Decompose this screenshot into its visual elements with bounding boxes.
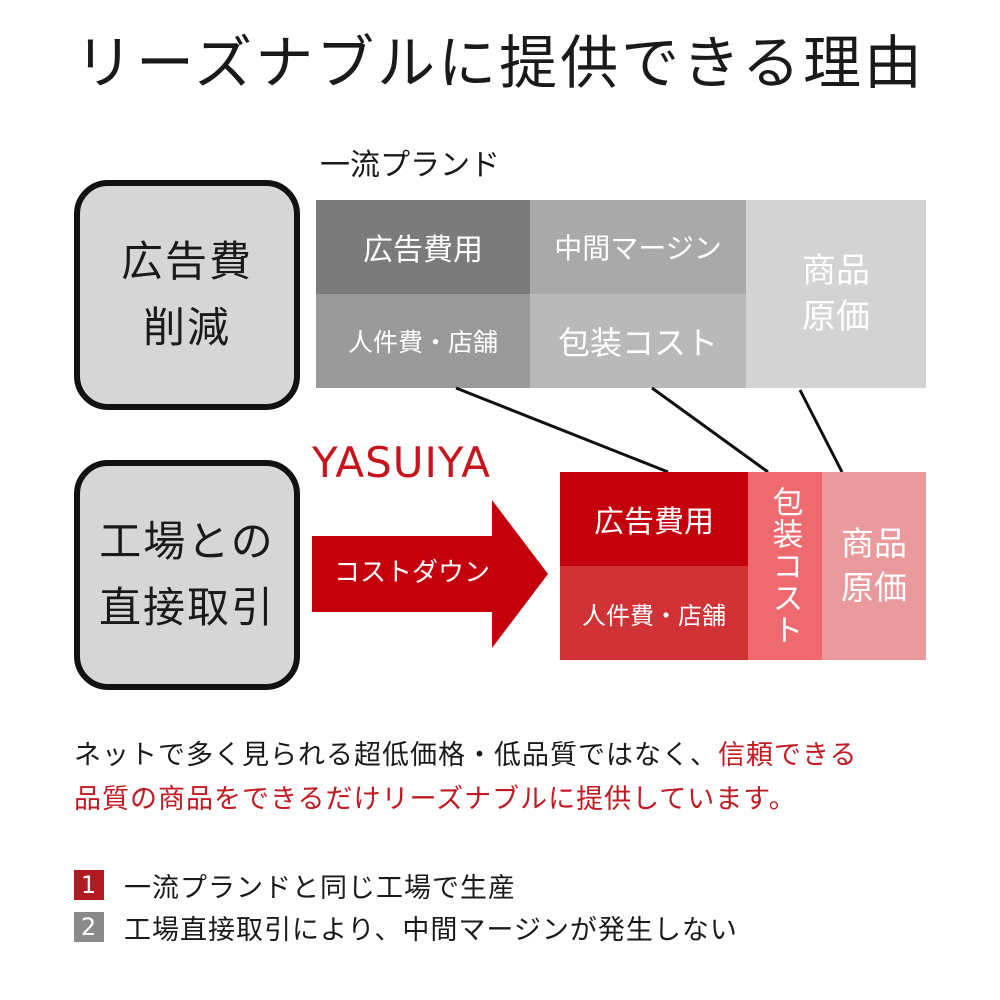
page-title: リーズナブルに提供できる理由 <box>75 29 925 97</box>
yasuiya-cost-line1: 商品 <box>841 524 907 563</box>
brand-product-cost-cell: 商品 原価 <box>746 200 926 388</box>
point-number-2: 2 <box>74 912 104 942</box>
brand-packaging-cell: 包装コスト <box>530 294 746 388</box>
brand-label: 一流プランド <box>320 148 500 183</box>
yasuiya-label: YASUIYA <box>312 438 492 487</box>
brand-cost-line1: 商品 <box>802 251 870 291</box>
yasuiya-packaging-cell: 包装コスト <box>748 472 822 660</box>
factory-direct-box: 工場との 直接取引 <box>74 460 300 690</box>
brand-people-store-cell: 人件費・店舗 <box>316 294 530 388</box>
description-line2: 品質の商品をできるだけリーズナブルに提供しています。 <box>74 784 797 815</box>
yasuiya-ad-cost-cell: 広告費用 <box>560 472 748 566</box>
brand-ad-cost-cell: 広告費用 <box>316 200 530 294</box>
yasuiya-people-store-cell: 人件費・店舗 <box>560 566 748 660</box>
factory-line1: 工場との <box>99 517 275 566</box>
connector-line-ad <box>455 386 669 474</box>
connector-line-cost <box>798 389 844 473</box>
description-line1: ネットで多く見られる超低価格・低品質ではなく、信頼できる <box>74 734 857 778</box>
ad-cut-line2: 削減 <box>142 303 231 352</box>
reason-point-2: 2 工場直接取引により、中間マージンが発生しない <box>74 910 738 946</box>
brand-margin-cell: 中間マージン <box>530 200 746 294</box>
connector-line-pack <box>651 386 769 474</box>
description-plain: ネットで多く見られる超低価格・低品質ではなく、 <box>74 740 718 771</box>
cost-down-arrow-icon <box>312 500 548 648</box>
description-highlight: 信頼できる <box>718 740 858 771</box>
ad-cut-box: 広告費 削減 <box>74 180 300 410</box>
yasuiya-product-cost-cell: 商品 原価 <box>822 472 926 660</box>
point-text-1: 一流プランドと同じ工場で生産 <box>124 872 516 904</box>
point-text-2: 工場直接取引により、中間マージンが発生しない <box>124 914 738 946</box>
point-number-1: 1 <box>74 870 104 900</box>
yasuiya-cost-line2: 原価 <box>841 568 907 607</box>
reason-point-1: 1 一流プランドと同じ工場で生産 <box>74 868 516 904</box>
ad-cut-line1: 広告費 <box>120 237 253 286</box>
brand-cost-line2: 原価 <box>802 297 870 337</box>
factory-line2: 直接取引 <box>98 583 275 632</box>
cost-down-label: コストダウン <box>333 558 490 588</box>
